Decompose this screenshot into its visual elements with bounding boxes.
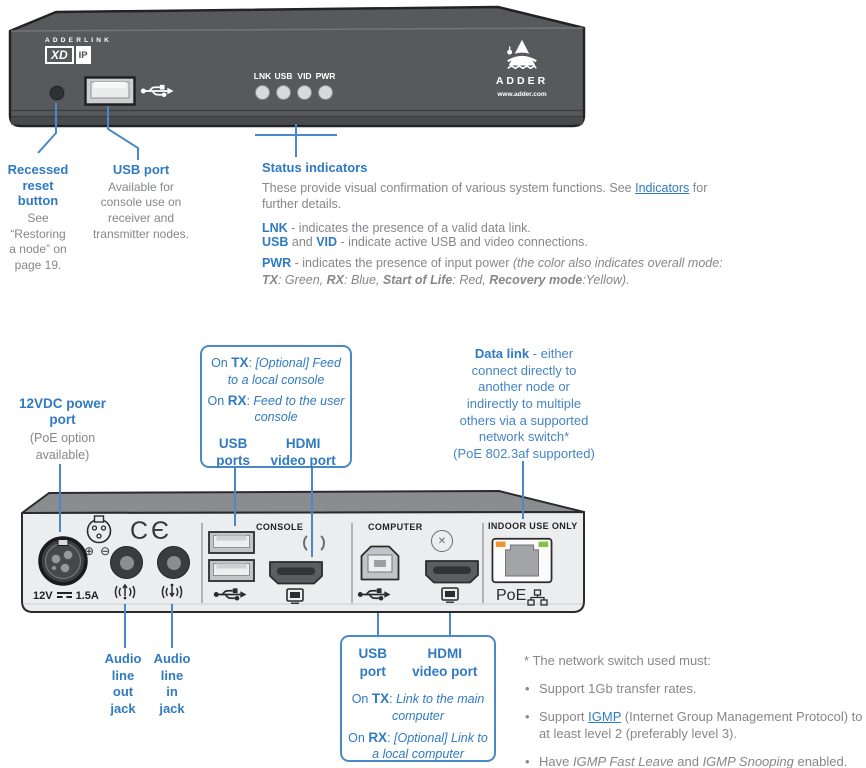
power-callout-body: (PoE option available) (29, 431, 96, 462)
audio-line-out-icon (114, 583, 136, 600)
console-usb-port-2[interactable] (208, 559, 255, 582)
console-usb-label: USB ports (216, 435, 250, 469)
jack-hole (166, 555, 181, 570)
computer-usb-label: USB port (358, 646, 388, 679)
front-unit-grooves (11, 109, 583, 118)
console-hdmi-port[interactable] (267, 560, 325, 587)
pwr-led-lamp (318, 85, 333, 100)
pwr-description: PWR - indicates the presence of input po… (262, 255, 723, 270)
front-unit-body (8, 5, 586, 128)
console-section-label: CONSOLE (256, 522, 304, 532)
indicators-link[interactable]: Indicators (635, 180, 690, 195)
console-ports-callout-box: On TX: [Optional] Feed to a local consol… (200, 345, 352, 468)
poe-label: PoE (496, 587, 527, 604)
usb-trident-icon (357, 588, 391, 601)
lnk-led-lamp (255, 85, 270, 100)
power-rating: 12V 1.5A (33, 590, 99, 602)
usb-front-callout: USB port Available for console use on re… (90, 162, 192, 243)
console-hdmi-label: HDMI video port (270, 435, 336, 469)
ce-mark: CЄ (130, 517, 173, 545)
led-lnk: LNK (252, 71, 273, 100)
usb-front-callout-body: Available for console use on receiver an… (92, 179, 190, 242)
recessed-reset-hole[interactable] (50, 86, 64, 100)
reset-callout: Recessed reset button See “Restoring a n… (0, 162, 76, 274)
monitor-icon (286, 588, 304, 604)
note-bullet-2: •Support IGMP (Internet Group Management… (525, 708, 863, 741)
usb-trident-icon (213, 588, 247, 601)
console-tx-note: On TX: [Optional] Feed to a local consol… (211, 355, 341, 387)
lnk-description: LNK - indicates the presence of a valid … (262, 220, 531, 235)
voltage-text: 12V (33, 590, 53, 602)
power-pinout-icon (86, 515, 112, 544)
poe-network-port[interactable] (491, 537, 553, 584)
reset-callout-title: Recessed reset button (7, 162, 69, 209)
data-link-callout: Data link - either connect directly to a… (438, 346, 610, 462)
reset-callout-body: See “Restoring a node” on page 19. (9, 210, 67, 273)
audio-line-out-jack[interactable] (110, 546, 143, 579)
variant-badge: IP (75, 46, 91, 64)
dc-symbol (56, 592, 72, 602)
polarity-symbols: ⊕⊖ (84, 544, 116, 558)
console-usb-port-1[interactable] (208, 531, 255, 554)
power-callout: 12VDC power port (PoE option available) (5, 396, 120, 463)
led-usb: USB (273, 71, 294, 100)
audio-line-in-jack[interactable] (157, 546, 190, 579)
adderlink-xd-logo: ADDERLINK XD IP (45, 37, 112, 64)
led-vid: VID (294, 71, 315, 100)
adder-url: www.adder.com (497, 91, 547, 98)
rear-panel-dividers (201, 523, 484, 603)
igmp-link[interactable]: IGMP (588, 708, 622, 724)
audio-out-callout: Audio line out jack (104, 651, 142, 716)
computer-section-label: COMPUTER (368, 522, 423, 532)
mode-color-description: TX: Green, RX: Blue, Start of Life: Red,… (262, 273, 630, 288)
usb-front-callout-title: USB port (112, 162, 170, 177)
computer-screw-hole: ✕ (431, 530, 453, 552)
computer-hdmi-label: HDMI video port (412, 646, 478, 679)
reset-leader-line (37, 103, 57, 154)
monitor-icon (441, 587, 459, 603)
console-screw-hole (303, 532, 325, 554)
network-switch-note: * The network switch used must: •Support… (524, 653, 864, 768)
minus-symbol: ⊖ (100, 544, 117, 558)
status-led-group: LNK USB VID PWR (252, 71, 336, 100)
plus-symbol: ⊕ (84, 544, 101, 558)
audio-line-in-icon (161, 583, 183, 599)
status-callout-title: Status indicators (262, 160, 368, 175)
vid-led-lamp (297, 85, 312, 100)
note-heading: * The network switch used must: (524, 653, 711, 668)
computer-rx-note: On RX: [Optional] Link to a local comput… (348, 729, 488, 762)
audio-in-callout: Audio line in jack (153, 651, 191, 716)
data-link-body: connect directly to another node or indi… (453, 362, 595, 461)
usb-front-leader-line (107, 106, 139, 160)
status-indicators-callout: Status indicators These provide visual c… (262, 160, 792, 287)
led-pwr: PWR (315, 71, 336, 100)
note-bullet-3: •Have IGMP Fast Leave and IGMP Snooping … (525, 753, 848, 768)
usb-trident-icon (140, 84, 174, 98)
front-usb-port[interactable] (84, 76, 136, 106)
adder-wordmark: ADDER (495, 75, 549, 87)
adder-snake-pyramid-icon (506, 39, 538, 70)
status-leader-bracket (255, 124, 337, 157)
status-callout-intro: These provide visual confirmation of var… (262, 180, 708, 212)
brand-text: ADDERLINK (45, 37, 113, 44)
note-bullet-1: •Support 1Gb transfer rates. (525, 680, 697, 696)
computer-tx-note: On TX: Link to the main computer (351, 691, 485, 723)
console-rx-note: On RX: Feed to the user console (207, 392, 345, 425)
adder-logo: ADDER www.adder.com (487, 36, 557, 98)
power-callout-title: 12VDC power port (18, 396, 107, 428)
computer-ports-callout-box: USB port HDMI video port On TX: Link to … (340, 635, 496, 762)
usb-vid-description: USB and VID - indicate active USB and vi… (262, 235, 588, 250)
indoor-use-label: INDOOR USE ONLY (488, 521, 578, 531)
computer-hdmi-port[interactable] (423, 559, 481, 586)
jack-hole (119, 555, 134, 570)
current-text: 1.5A (75, 590, 99, 602)
ethernet-icon (527, 589, 548, 606)
usb-led-lamp (276, 85, 291, 100)
computer-usb-b-port[interactable] (360, 545, 400, 581)
model-badge: XD (45, 46, 74, 64)
power-din-connector[interactable] (37, 535, 89, 587)
front-unit-top-crease (10, 27, 584, 32)
front-unit-bottom-band (11, 117, 583, 125)
data-link-title-line: Data link - either (474, 346, 574, 361)
